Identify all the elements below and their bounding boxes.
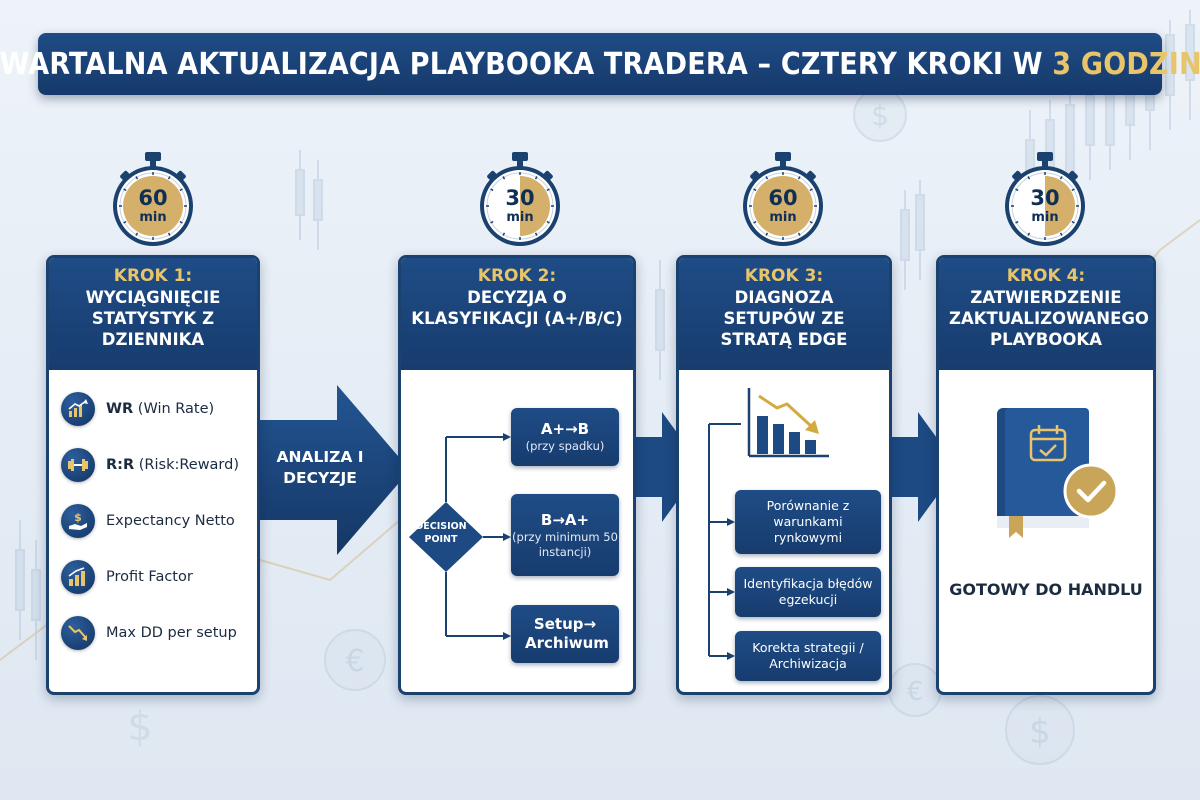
step-3-header: KROK 3: DIAGNOZA SETUPÓW ZE STRATĄ EDGE [679, 258, 889, 370]
metric-label: R:R (Risk:Reward) [106, 457, 240, 473]
step-4-card: KROK 4: ZATWIERDZENIE ZAKTUALIZOWANEGO P… [936, 255, 1156, 695]
candlestick-decoration [15, 10, 1195, 660]
diagnosis-flow-lines [708, 388, 829, 660]
step-title: DIAGNOZA SETUPÓW ZE STRATĄ EDGE [720, 288, 848, 349]
step-title: DECYZJA O KLASYFIKACJI (A+/B/C) [411, 288, 623, 328]
svg-text:$: $ [74, 511, 82, 524]
option-setup-archive: Setup→ Archiwum [511, 605, 619, 663]
connector-label: ANALIZA I DECYZJE [276, 448, 364, 487]
metric-profit-factor: Profit Factor [61, 559, 193, 595]
metric-expectancy: $ Expectancy Netto [61, 503, 235, 539]
timer-unit: min [769, 210, 797, 225]
timer-value: 60 [138, 186, 168, 210]
timer-value: 30 [1030, 186, 1060, 210]
step-2-card: KROK 2: DECYZJA O KLASYFIKACJI (A+/B/C) … [398, 255, 636, 695]
step-number: KROK 2: [477, 266, 557, 286]
step-2-header: KROK 2: DECYZJA O KLASYFIKACJI (A+/B/C) [401, 258, 633, 370]
step-title: WYCIĄGNIĘCIE STATYSTYK Z DZIENNIKA [85, 288, 221, 349]
arrow-step2-to-step3 [632, 412, 702, 522]
step-number: KROK 4: [1006, 266, 1086, 286]
timer-unit: min [506, 210, 534, 225]
metric-label: Expectancy Netto [106, 513, 235, 529]
arrow-step1-to-step2 [255, 385, 410, 555]
step-number: KROK 1: [113, 266, 193, 286]
diagnosis-item: Korekta strategii / Archiwizacja [735, 631, 881, 681]
ready-status: GOTOWY DO HANDLU [949, 580, 1143, 599]
step-1-card: KROK 1: WYCIĄGNIĘCIE STATYSTYK Z DZIENNI… [46, 255, 260, 695]
metric-win-rate: WR (Win Rate) [61, 391, 214, 427]
option-a-to-b: A+→B (przy spadku) [511, 408, 619, 466]
metric-risk-reward: R:R (Risk:Reward) [61, 447, 239, 483]
arrow-step3-to-step4 [888, 412, 958, 522]
stopwatch-icon [1005, 152, 1085, 246]
money-hand-icon: $ [61, 504, 95, 538]
page-title: KWARTALNA AKTUALIZACJA PLAYBOOKA TRADERA… [0, 47, 1200, 82]
title-main: KWARTALNA AKTUALIZACJA PLAYBOOKA TRADERA… [0, 46, 1053, 82]
trend-down-icon [61, 616, 95, 650]
metric-label: WR (Win Rate) [106, 401, 215, 417]
timer-value: 30 [505, 186, 535, 210]
step-title: ZATWIERDZENIE ZAKTUALIZOWANEGO PLAYBOOKA [949, 288, 1149, 349]
diagnosis-item: Identyfikacja błędów egzekucji [735, 567, 881, 617]
decision-flow-lines [409, 433, 511, 640]
option-title: A+→B [540, 420, 590, 438]
metric-max-dd: Max DD per setup [61, 615, 237, 651]
approved-book-icon [997, 408, 1119, 538]
timer-unit: min [139, 210, 167, 225]
decision-point-label: DECISION POINT [415, 521, 467, 545]
title-accent: 3 GODZINY [1052, 46, 1200, 82]
dollar-coin-decoration-2 [1005, 695, 1075, 765]
timer-value: 60 [768, 186, 798, 210]
title-banner: KWARTALNA AKTUALIZACJA PLAYBOOKA TRADERA… [0, 33, 1200, 95]
diagnosis-item: Porównanie z warunkami rynkowymi [735, 490, 881, 554]
declining-bar-chart-icon [747, 388, 829, 458]
decision-diamond [409, 502, 483, 572]
trend-up-chart-icon [61, 392, 95, 426]
bar-growth-icon [61, 560, 95, 594]
stopwatch-icon [113, 152, 193, 246]
option-title: B→A+ [540, 510, 590, 529]
stopwatch-icon [743, 152, 823, 246]
step-3-card: KROK 3: DIAGNOZA SETUPÓW ZE STRATĄ EDGE … [676, 255, 892, 695]
option-note: (przy minimum 50 instancji) [512, 529, 618, 559]
svg-text:€: € [907, 677, 924, 707]
option-b-to-a: B→A+ (przy minimum 50 instancji) [511, 494, 619, 576]
svg-text:$: $ [1029, 712, 1051, 752]
timer-unit: min [1031, 210, 1059, 225]
step-1-header: KROK 1: WYCIĄGNIĘCIE STATYSTYK Z DZIENNI… [49, 258, 257, 370]
metric-label: Max DD per setup [106, 625, 237, 641]
step-4-header: KROK 4: ZATWIERDZENIE ZAKTUALIZOWANEGO P… [939, 258, 1153, 370]
option-note: (przy spadku) [525, 439, 605, 453]
stopwatch-icon [480, 152, 560, 246]
euro-coin-decoration [324, 629, 386, 691]
svg-text:$: $ [127, 704, 152, 750]
svg-text:$: $ [871, 99, 889, 132]
metric-label: Profit Factor [106, 569, 193, 585]
svg-text:€: € [345, 644, 364, 679]
step-number: KROK 3: [744, 266, 824, 286]
option-title: Setup→ Archiwum [525, 615, 609, 652]
dumbbell-icon [61, 448, 95, 482]
